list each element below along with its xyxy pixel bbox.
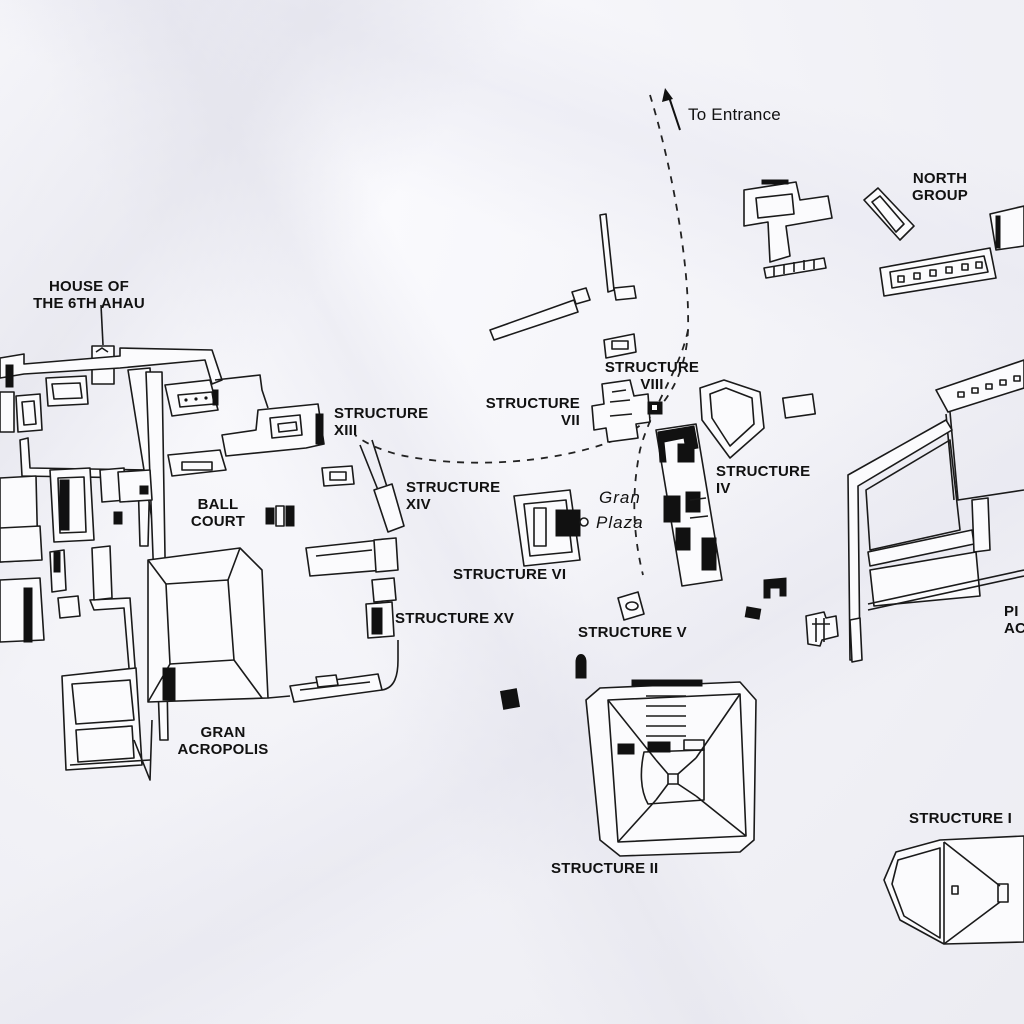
structure-i xyxy=(883,835,1024,945)
house-of-6th-ahau-structure xyxy=(91,304,115,385)
label-structure-i: STRUCTURE I xyxy=(909,810,1013,827)
label-structure-viii: STRUCTURE VIII xyxy=(604,359,700,393)
gran-acropolis-structure xyxy=(0,347,399,781)
altar-marker xyxy=(499,688,521,710)
small-platform xyxy=(781,393,817,419)
arrow-up-icon xyxy=(662,88,681,131)
north-central-ruins xyxy=(489,213,637,359)
structure-xiv xyxy=(305,439,405,639)
east-acropolis xyxy=(847,359,1024,663)
label-structure-vii: STRUCTURE VII xyxy=(485,395,580,429)
plaza-path xyxy=(633,329,689,576)
label-to-entrance[interactable]: To Entrance xyxy=(688,105,781,124)
label-structure-ii: STRUCTURE II xyxy=(551,860,659,877)
central-pentagon-structure xyxy=(699,379,765,459)
label-structure-vi: STRUCTURE VI xyxy=(453,566,567,583)
small-east-structures xyxy=(744,577,839,647)
label-ball-court: BALL COURT xyxy=(190,496,246,530)
label-structure-v: STRUCTURE V xyxy=(578,624,687,641)
ball-court-structure xyxy=(265,505,295,527)
label-north-group: NORTH GROUP xyxy=(911,170,968,204)
label-house-of-6th-ahau: HOUSE OF THE 6TH AHAU xyxy=(33,278,145,312)
structure-vii xyxy=(591,379,651,443)
structure-iv xyxy=(655,423,723,587)
label-structure-xiii: STRUCTURE XIII xyxy=(334,405,429,439)
label-structure-xv: STRUCTURE XV xyxy=(395,610,515,627)
label-gran-plaza: Gran Plaza xyxy=(596,488,644,532)
stela-marker xyxy=(575,654,587,679)
structure-viii xyxy=(647,401,663,415)
structure-vi xyxy=(513,489,589,567)
label-structure-xiv: STRUCTURE XIV xyxy=(406,479,501,513)
label-east-acropolis-partial: PI AC xyxy=(1004,603,1024,637)
structure-ii xyxy=(585,679,757,857)
structure-v xyxy=(617,591,645,621)
north-group-structures xyxy=(743,179,1024,297)
label-gran-acropolis: GRAN ACROPOLIS xyxy=(177,724,269,758)
label-structure-iv: STRUCTURE IV xyxy=(716,463,811,497)
